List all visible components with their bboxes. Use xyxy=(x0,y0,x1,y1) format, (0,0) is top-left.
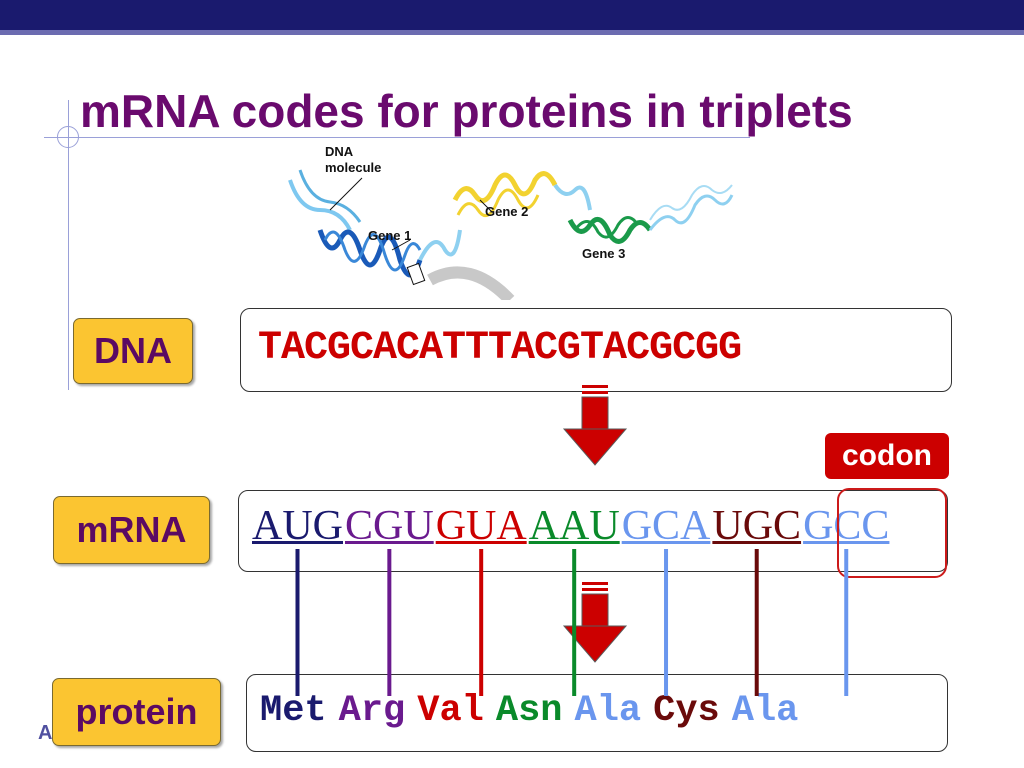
amino-acid: Cys xyxy=(653,690,720,732)
mrna-label: mRNA xyxy=(53,496,210,564)
mrna-codon: AAU xyxy=(528,503,620,549)
gene-3-label: Gene 3 xyxy=(582,246,625,261)
slide-title: mRNA codes for proteins in triplets xyxy=(80,85,853,137)
dna-molecule-figure: DNA molecule Gene 1 Gene 2 Gene 3 xyxy=(288,144,734,300)
gene-2-helix xyxy=(452,171,558,204)
amino-acid: Val xyxy=(417,690,484,732)
mrna-codon: AUG xyxy=(252,503,343,549)
dna-sequence: TACGCACATTTACGTACGCGG xyxy=(258,326,742,371)
dna-molecule-label-line1: DNA xyxy=(325,144,354,159)
amino-acid: Met xyxy=(260,690,327,732)
amino-acid: Arg xyxy=(338,690,406,732)
shadow-arc xyxy=(427,266,515,300)
decorative-guide-line xyxy=(68,100,69,390)
amino-acid: Asn xyxy=(495,690,563,732)
dna-label: DNA xyxy=(73,318,193,384)
top-banner xyxy=(0,0,1024,30)
transcription-arrow xyxy=(562,385,628,466)
title-underline xyxy=(44,137,750,138)
mrna-codon: GUA xyxy=(435,503,527,549)
gene-2-label: Gene 2 xyxy=(485,204,528,219)
mrna-codon: GCA xyxy=(621,503,711,549)
footer-text-left: A xyxy=(38,722,53,744)
codon-highlight-box xyxy=(837,488,947,578)
mrna-codon: GCC xyxy=(803,503,890,549)
protein-sequence-box xyxy=(246,674,948,752)
translation-arrow xyxy=(562,582,628,663)
protein-sequence: Met Arg Val Asn Ala Cys Ala xyxy=(260,690,810,732)
mrna-codon: CGU xyxy=(345,503,434,549)
codon-label: codon xyxy=(825,433,949,479)
amino-acid: Ala xyxy=(731,690,799,732)
protein-label: protein xyxy=(52,678,221,746)
mrna-sequence-box xyxy=(238,490,948,572)
dna-molecule-label-line2: molecule xyxy=(325,160,381,175)
amino-acid: Ala xyxy=(574,690,642,732)
top-banner-stripe xyxy=(0,30,1024,35)
mrna-codon: UGC xyxy=(712,503,802,549)
mrna-sequence: AUGCGUGUAAAUGCAUGCGCC xyxy=(252,502,891,550)
gene-1-label: Gene 1 xyxy=(368,228,411,243)
